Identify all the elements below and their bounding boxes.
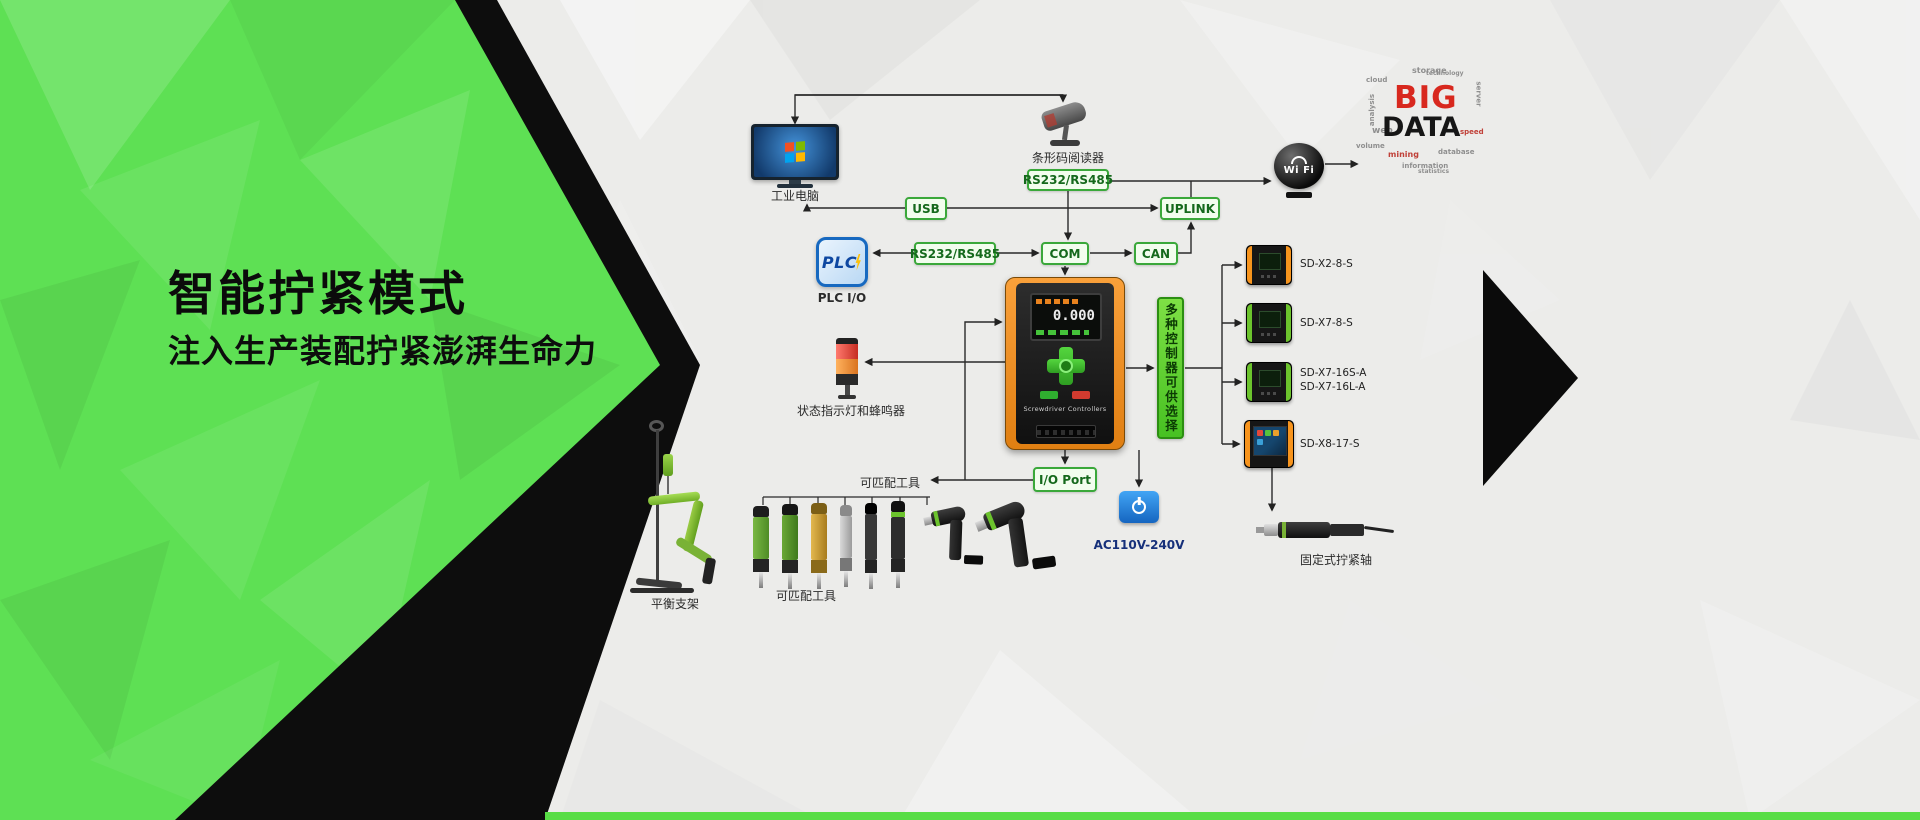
selector-label: 多种控制器可供选择 (1163, 302, 1178, 434)
page-subtitle: 注入生产装配拧紧澎湃生命力 (168, 332, 598, 370)
controller-screen-value: 0.000 (1052, 308, 1095, 324)
page-title: 智能拧紧模式 (168, 267, 468, 322)
fixed-spindle-label: 固定式拧紧轴 (1299, 553, 1372, 567)
wifi-signal-arc (1291, 156, 1307, 164)
plc-icon-text: PLC (821, 252, 858, 272)
cloud-word: statistics (1418, 168, 1450, 175)
balance-stand-label: 平衡支架 (650, 597, 699, 611)
uplink-box: UPLINK (1160, 197, 1220, 220)
balance-stand-image (630, 420, 740, 598)
controller-screen: 0.000 (1030, 293, 1102, 341)
wifi-icon: Wi Fi (1274, 143, 1324, 199)
screwdriver-controller-device: 0.000 Screwdriver Controllers (1005, 277, 1125, 450)
tool-screwdriver-green-2 (782, 504, 798, 589)
controller-dpad (1047, 347, 1085, 385)
controller-selector-box: 多种控制器可供选择 (1157, 297, 1184, 439)
cloud-word: mining (1388, 150, 1419, 159)
status-light-label: 状态指示灯和蜂鸣器 (796, 404, 905, 418)
com-box: COM (1041, 242, 1089, 265)
big-data-cloud: storage cloud database analysis mining s… (1356, 66, 1490, 178)
model-image-sd-x2-8-s (1246, 245, 1292, 285)
ac-power-icon (1119, 491, 1159, 523)
tool-screwdriver-black-green (891, 501, 905, 588)
lightning-icon (855, 253, 861, 271)
cloud-word: cloud (1366, 76, 1388, 84)
cloud-word: analysis (1368, 93, 1377, 127)
can-box: CAN (1134, 242, 1178, 265)
model-label: SD-X7-16S-A (1300, 367, 1367, 379)
plc-label: PLC I/O (817, 291, 867, 305)
io-port-box: I/O Port (1033, 467, 1097, 492)
windows-logo-icon (785, 141, 805, 163)
big-data-title-data: DATA (1382, 112, 1461, 143)
tools-label-top: 可匹配工具 (859, 476, 920, 490)
red-button (1072, 391, 1090, 399)
tools-label-bottom: 可匹配工具 (775, 589, 836, 603)
cloud-word: information (1402, 162, 1449, 170)
tool-screwdriver-gold (811, 503, 827, 589)
tool-screwdriver-black (865, 503, 877, 589)
green-button (1040, 391, 1058, 399)
red-light-segment (836, 344, 858, 359)
model-label: SD-X7-8-S (1300, 317, 1353, 329)
cloud-word: technology (1426, 70, 1464, 77)
model-image-sd-x7-16-a (1246, 362, 1292, 402)
model-label: SD-X2-8-S (1300, 258, 1353, 270)
fixed-spindle-image (1256, 514, 1396, 548)
model-label: SD-X7-16L-A (1300, 381, 1366, 393)
usb-box: USB (905, 197, 947, 220)
cloud-word: web (1372, 126, 1393, 136)
wifi-label: Wi Fi (1283, 165, 1315, 176)
cloud-word: speed (1460, 128, 1484, 136)
tool-screwdriver-green-1 (753, 506, 769, 588)
controller-connector (1036, 425, 1096, 438)
cloud-word: server (1474, 81, 1483, 107)
status-light-image (834, 338, 860, 404)
barcode-label: 条形码阅读器 (1031, 151, 1104, 165)
model-image-sd-x8-17-s (1244, 420, 1294, 468)
ac-power-label: AC110V-240V (1093, 538, 1185, 552)
rs232-box: RS232/RS485 (910, 242, 1000, 265)
tool-screwdriver-silver (840, 505, 852, 587)
model-label: SD-X8-17-S (1300, 438, 1360, 450)
barcode-scanner-image (1036, 99, 1092, 148)
plc-icon: PLC (816, 237, 868, 287)
bottom-green-strip (545, 812, 1920, 820)
cloud-word: volume (1356, 142, 1385, 150)
cloud-word: database (1438, 148, 1475, 156)
right-black-triangle (1483, 270, 1578, 486)
monitor-screen (754, 127, 836, 177)
wifi-base (1286, 192, 1312, 198)
monitor-frame (751, 124, 839, 180)
cloud-word: storage (1412, 66, 1447, 75)
controller-caption: Screwdriver Controllers (1023, 405, 1107, 413)
industrial-pc-image (751, 124, 839, 188)
industrial-pc-label: 工业电脑 (770, 189, 819, 203)
dpad-center-button (1059, 359, 1073, 373)
model-image-sd-x7-8-s (1246, 303, 1292, 343)
power-symbol-icon (1132, 500, 1146, 514)
amber-light-segment (836, 359, 858, 374)
big-data-title-big: BIG (1394, 80, 1458, 116)
barcode-port-box: RS232/RS485 (1023, 169, 1113, 191)
